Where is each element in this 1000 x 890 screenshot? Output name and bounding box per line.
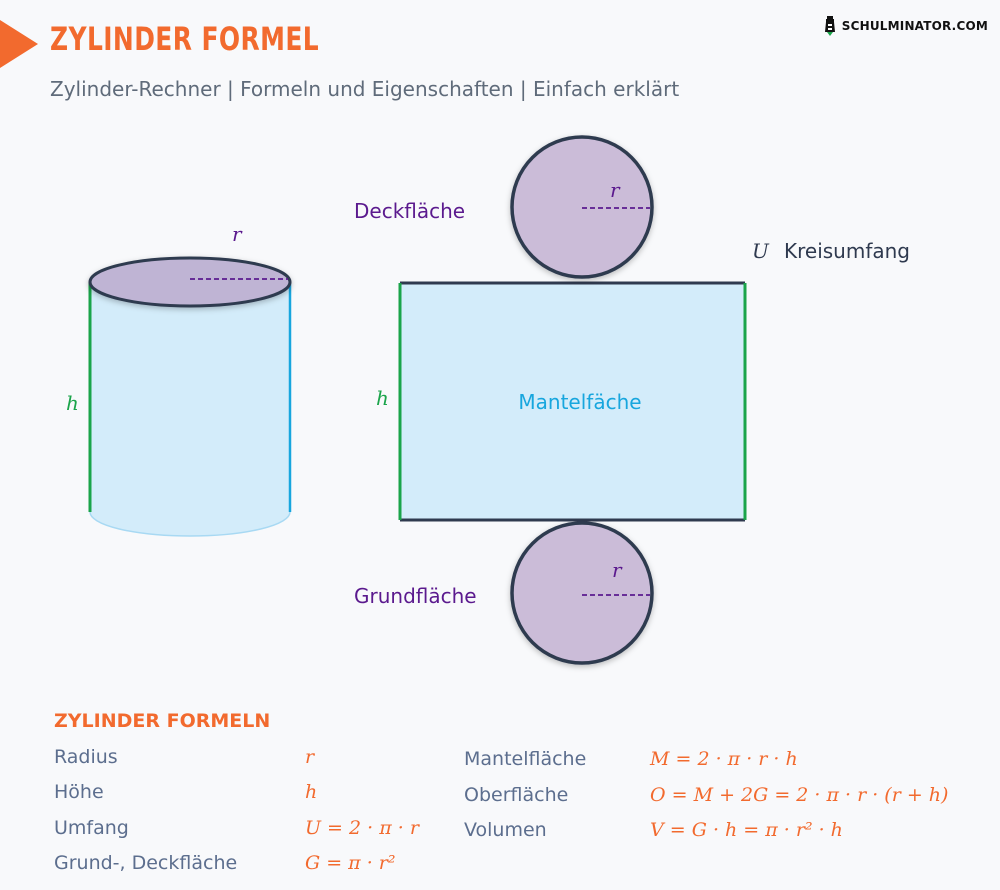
bottom-radius-label: r [612,558,623,582]
lighthouse-icon [824,16,835,36]
formula-expr-volume: V = G · h = π · r² · h [650,819,843,841]
lateral-label: Mantelfäche [518,390,641,414]
cylinder-net: Mantelfäche h r Deckfläche r Grundfläche… [354,135,910,665]
cylinder-top-ellipse [88,256,292,308]
formulas-heading: ZYLINDER FORMELN [54,710,271,732]
formula-label-volume: Volumen [464,819,547,841]
formula-expr-height: h [305,781,318,803]
formula-label-circumference: Umfang [54,817,129,839]
formula-label-surface-area: Oberfläche [464,784,569,806]
title-accent-arrow [0,20,38,68]
page-title: ZYLINDER FORMEL [50,20,320,58]
formula-expr-surface-area: O = M + 2G = 2 · π · r · (r + h) [650,784,949,806]
brand-name: SCHULMINATOR.COM [841,19,988,33]
bottom-circle [510,521,654,665]
formula-label-radius: Radius [54,746,118,768]
perimeter-label: Kreisumfang [784,239,910,263]
top-surface-label: Deckfläche [354,199,465,223]
formula-expr-radius: r [305,746,315,768]
net-height-label: h [376,386,389,410]
cylinder-radius-label: r [232,222,243,246]
bottom-surface-label: Grundfläche [354,584,477,608]
formula-label-base-area: Grund-, Deckfläche [54,852,238,874]
top-radius-label: r [610,178,621,202]
cylinder-bottom-edge [89,511,291,537]
formula-expr-lateral-area: M = 2 · π · r · h [650,748,798,770]
cylinder-height-label: h [66,391,79,415]
cylinder-body [90,282,290,536]
formula-expr-base-area: G = π · r² [305,852,396,874]
brand-logo[interactable]: SCHULMINATOR.COM [823,16,988,36]
cylinder-3d: r h [66,222,292,537]
perimeter-symbol: U [752,239,770,263]
formula-label-height: Höhe [54,781,104,803]
formula-label-lateral-area: Mantelfläche [464,748,587,770]
page-subtitle: Zylinder-Rechner | Formeln und Eigenscha… [50,77,680,101]
lateral-surface [400,283,745,520]
formula-expr-circumference: U = 2 · π · r [305,817,419,839]
top-circle [510,135,654,279]
